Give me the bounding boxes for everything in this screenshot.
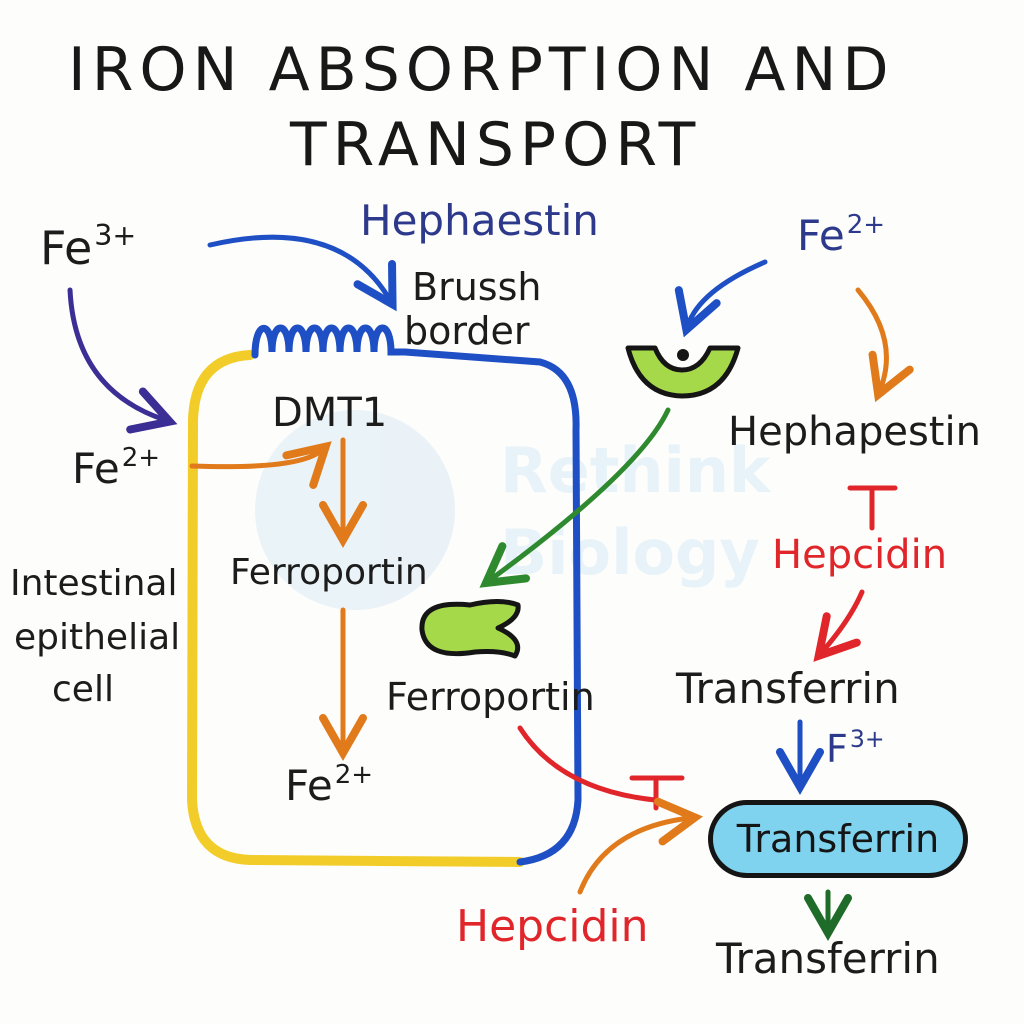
- watermark: Rethink Biology: [255, 410, 815, 610]
- receptor-cup-shape: [625, 345, 741, 399]
- label-hepcidin-bottom: Hepcidin: [456, 901, 649, 952]
- receptor-iron-dot: [677, 349, 689, 361]
- title-line-1: IRON ABSORPTION AND: [68, 35, 895, 105]
- arrow-fe3-to-cell: [67, 287, 178, 434]
- label-transferrin-box: Transferrin: [736, 817, 940, 861]
- transferrin-box: Transferrin: [708, 800, 968, 878]
- cell-membrane-basolateral: [186, 350, 525, 867]
- arrow-hepcidin-to-box: [577, 797, 703, 895]
- label-hephaestin: Hephaestin: [360, 196, 599, 245]
- label-hepcidin-right: Hepcidin: [772, 532, 948, 578]
- cell-membrane-apical: [401, 348, 582, 866]
- label-ferroportin-inner: Ferroportin: [230, 552, 428, 593]
- label-f3: F3+: [826, 724, 885, 771]
- inhibit-ferroportin-transferrin: [517, 725, 658, 803]
- label-fe2-right: Fe2+: [797, 210, 886, 260]
- label-cell-line1: Intestinal: [10, 563, 178, 604]
- arrow-fe2-to-dmt1: [189, 441, 332, 489]
- label-fe3-left: Fe3+: [40, 219, 137, 275]
- arrow-receptor-to-ferroportin: [479, 407, 671, 588]
- brush-border-microvilli: [251, 324, 409, 359]
- label-cell-line3: cell: [52, 669, 114, 710]
- arrow-fe2-to-hephapestin: [855, 287, 914, 403]
- label-brush-border-line1: Brussh: [412, 265, 542, 309]
- title-line-2: TRANSPORT: [290, 110, 702, 180]
- arrow-hepcidin-to-transferrin: [813, 589, 865, 662]
- label-transferrin-1: Transferrin: [676, 664, 900, 713]
- inhibit-bar: [629, 775, 685, 811]
- label-fe2-left: Fe2+: [72, 443, 161, 493]
- ferroportin-blob-shape: [419, 599, 521, 659]
- arrow-fe3-to-brush-border: [207, 234, 397, 312]
- label-hephapestin: Hephapestin: [728, 409, 981, 455]
- watermark-text-line1: Rethink: [500, 434, 771, 507]
- label-fe2-inner: Fe2+: [285, 760, 374, 810]
- label-ferroportin-outer: Ferroportin: [386, 675, 595, 719]
- arrow-fe2-to-receptor: [674, 259, 768, 338]
- watermark-text-line2: Biology: [500, 516, 760, 589]
- inhibit-hephapestin-hepcidin: [847, 485, 898, 531]
- label-transferrin-bottom: Transferrin: [716, 934, 940, 983]
- label-dmt1: DMT1: [272, 390, 388, 436]
- label-cell-line2: epithelial: [14, 617, 181, 658]
- label-brush-border-line2: border: [404, 309, 530, 353]
